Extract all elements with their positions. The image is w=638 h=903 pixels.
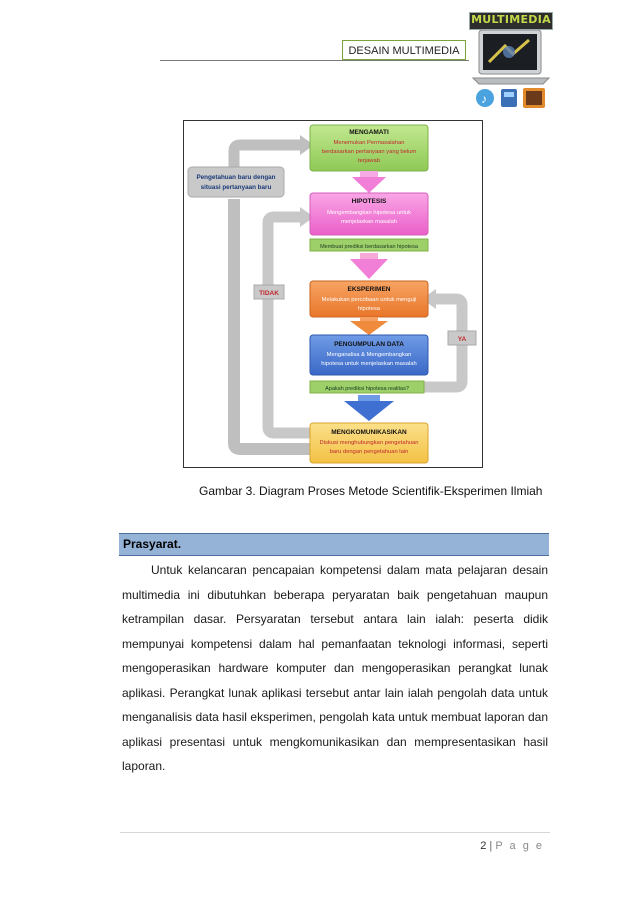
multimedia-logo: ♪ MULTIMEDIA — [469, 12, 553, 112]
step-hipotesis-title: HIPOTESIS — [352, 198, 387, 205]
no-loop-arrowhead — [300, 207, 314, 227]
header-rule — [160, 60, 473, 61]
step-hipotesis-line1: Mengembangkan hipotesa untuk — [327, 210, 411, 216]
yes-loop-arrowhead — [422, 289, 436, 309]
step-eksperimen-title: EKSPERIMEN — [348, 286, 391, 293]
page-word: P a g e — [495, 840, 544, 852]
step-hipotesis — [309, 192, 429, 236]
scientific-method-diagram: Pengetahuan baru dengan situasi pertanya… — [183, 120, 483, 468]
question-bar — [309, 380, 425, 394]
no-label-box — [253, 284, 285, 300]
step-mengamati-line3: terjawab — [358, 158, 380, 164]
arrow-3 — [350, 321, 388, 335]
page-footer: 2 | P a g e — [480, 840, 544, 852]
step-eksperimen-line1: Melakukan percobaan untuk menguji — [322, 297, 417, 303]
arrow-1 — [352, 177, 386, 193]
question-bar-label: Apakah prediksi hipotesa realitas? — [325, 386, 409, 392]
top-loop-arrowhead — [300, 135, 314, 155]
top-loop-arrow — [228, 139, 302, 171]
feedback-label-1: Pengetahuan baru dengan — [196, 174, 275, 181]
step-mengamati-line1: Menemukan Permasalahan — [334, 140, 405, 146]
logo-banner — [469, 12, 553, 30]
section-header-bar: Prasyarat. — [119, 533, 549, 556]
step-pengumpulan-data — [309, 334, 429, 376]
footer-rule — [120, 832, 550, 833]
step-eksperimen-line2: hipotesa — [358, 306, 381, 312]
arrow-2 — [350, 259, 388, 279]
arrow-4 — [344, 401, 394, 421]
feedback-box — [187, 166, 285, 198]
feedback-label-2: situasi pertanyaan baru — [201, 184, 272, 191]
diagram-svg: Pengetahuan baru dengan situasi pertanya… — [187, 124, 477, 464]
feedback-loop-arrow — [228, 199, 312, 455]
footer-separator: | — [489, 840, 493, 852]
step-mengkomunikasikan-line1: Diskusi menghubungkan pengetahuan — [320, 440, 419, 446]
step-hipotesis-line2: menjelaskan masalah — [341, 219, 397, 225]
predict-bar-label: Membuat prediksi berdasarkan hipotesa — [320, 244, 419, 250]
yes-label: YA — [458, 336, 467, 343]
page-number: 2 — [480, 840, 487, 852]
section-body: Untuk kelancaran pencapaian kompetensi d… — [122, 558, 548, 779]
section-title: Prasyarat. — [123, 537, 182, 551]
svg-text:♪: ♪ — [481, 92, 487, 106]
step-mengkomunikasikan-title: MENGKOMUNIKASIKAN — [331, 429, 407, 436]
no-loop-arrow — [262, 211, 312, 439]
figure-caption: Gambar 3. Diagram Proses Metode Scientif… — [199, 484, 543, 498]
step-mengamati-line2: berdasarkan pertanyaan yang belum — [322, 149, 417, 155]
section-paragraph: Untuk kelancaran pencapaian kompetensi d… — [122, 563, 548, 773]
step-mengamati-title: MENGAMATI — [349, 129, 389, 136]
logo-text: MULTIMEDIA — [471, 13, 551, 26]
no-label: TIDAK — [259, 290, 279, 297]
step-mengkomunikasikan-line2: baru dengan pengetahuan lain — [330, 449, 409, 455]
yes-label-box — [447, 330, 477, 346]
step-pengumpulan-line1: Menganalisa & Mengembangkan — [327, 352, 412, 358]
step-pengumpulan-line2: hipotesa untuk menjelaskan masalah — [321, 361, 416, 367]
header-title: DESAIN MULTIMEDIA — [342, 40, 466, 60]
step-mengkomunikasikan — [309, 422, 429, 464]
predict-bar — [309, 238, 429, 252]
step-pengumpulan-title: PENGUMPULAN DATA — [334, 341, 404, 348]
